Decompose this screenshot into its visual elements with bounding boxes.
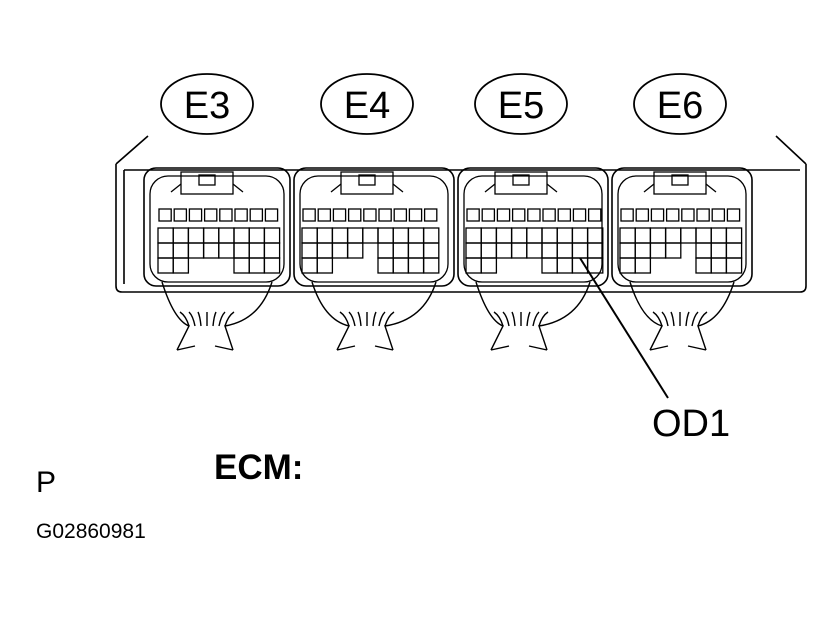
callout-leader-line	[579, 257, 669, 399]
connector-latch-e6	[643, 171, 717, 195]
connector-latch-e5	[484, 171, 558, 195]
ecm-housing	[115, 135, 807, 293]
connector-body-e5	[457, 167, 609, 287]
connector-label-e4: E4	[344, 85, 390, 127]
callout-label-od1: OD1	[652, 403, 730, 445]
connector-label-e5: E5	[498, 85, 544, 127]
pin-grid-e4	[301, 208, 440, 274]
view-code: P	[36, 466, 57, 499]
connector-label-e6: E6	[657, 85, 703, 127]
connector-latch-e3	[170, 171, 244, 195]
connector-label-bubble-e5	[474, 73, 568, 135]
wire-harness-e5	[475, 281, 591, 351]
connector-latch-e4	[330, 171, 404, 195]
wire-harness-e4	[311, 281, 437, 351]
connector-body-e6	[611, 167, 753, 287]
connector-inner-outline-e5	[463, 175, 603, 283]
pin-grid-e5	[465, 208, 604, 274]
figure-id: G02860981	[36, 520, 146, 543]
connector-inner-outline-e4	[299, 175, 449, 283]
ecm-housing-inner	[123, 169, 800, 284]
wire-harness-e3	[161, 281, 273, 351]
pin-grid-e6	[619, 208, 743, 274]
connector-inner-outline-e3	[149, 175, 285, 283]
connector-body-e3	[143, 167, 291, 287]
connector-label-bubble-e4	[320, 73, 414, 135]
connector-body-e4	[293, 167, 455, 287]
connector-label-bubble-e3	[160, 73, 254, 135]
component-title: ECM:	[214, 448, 304, 487]
connector-label-e3: E3	[184, 85, 230, 127]
connector-label-bubble-e6	[633, 73, 727, 135]
wire-harness-e6	[629, 281, 735, 351]
connector-inner-outline-e6	[617, 175, 747, 283]
pin-grid-e3	[157, 208, 281, 274]
